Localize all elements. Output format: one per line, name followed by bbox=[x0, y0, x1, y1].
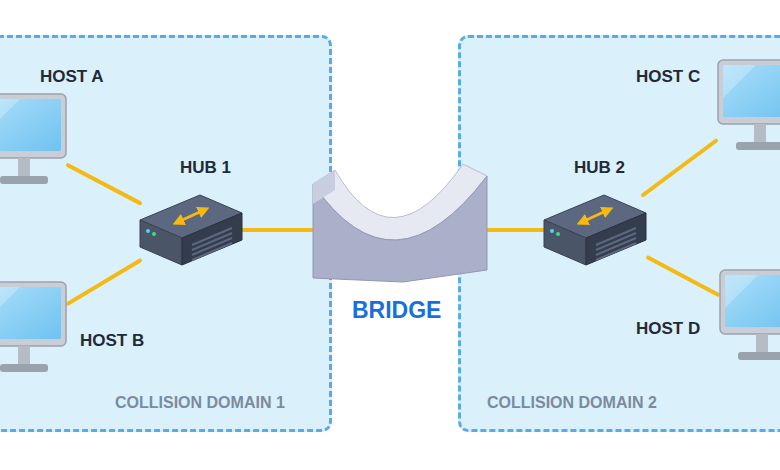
host-computer-icon bbox=[716, 58, 780, 158]
host-computer: HOST D bbox=[718, 268, 780, 368]
network-cable bbox=[242, 228, 313, 232]
collision-domain: COLLISION DOMAIN 1 HOST A HUB 1 HOST B bbox=[0, 35, 332, 432]
network-hub-label: HUB 2 bbox=[574, 159, 625, 178]
host-computer-label: HOST B bbox=[80, 332, 144, 351]
host-computer-icon bbox=[0, 280, 68, 380]
host-computer-label: HOST C bbox=[636, 68, 700, 87]
network-hub: HUB 2 bbox=[544, 195, 648, 265]
network-cable bbox=[648, 258, 718, 295]
network-bridge-label: BRIDGE bbox=[352, 298, 441, 323]
host-computer-icon bbox=[718, 268, 780, 368]
network-bridge-icon bbox=[313, 150, 487, 310]
host-computer: HOST B bbox=[0, 280, 68, 380]
collision-domain-label: COLLISION DOMAIN 2 bbox=[487, 394, 657, 412]
host-computer-label: HOST D bbox=[636, 320, 700, 339]
network-cable bbox=[68, 261, 140, 304]
network-hub-icon bbox=[544, 195, 648, 265]
network-bridge: BRIDGE bbox=[313, 150, 487, 310]
network-cable bbox=[643, 141, 716, 195]
host-computer-label: HOST A bbox=[40, 68, 104, 87]
collision-domain: COLLISION DOMAIN 2 HOST C HUB 2 HOST D bbox=[458, 35, 780, 432]
host-computer: HOST A bbox=[0, 92, 68, 192]
collision-domain-label: COLLISION DOMAIN 1 bbox=[115, 394, 285, 412]
host-computer: HOST C bbox=[716, 58, 780, 158]
host-computer-icon bbox=[0, 92, 68, 192]
network-hub-icon bbox=[140, 195, 242, 265]
network-cable bbox=[68, 165, 140, 203]
network-hub: HUB 1 bbox=[140, 195, 242, 265]
network-hub-label: HUB 1 bbox=[180, 159, 231, 178]
network-cable bbox=[487, 228, 544, 232]
